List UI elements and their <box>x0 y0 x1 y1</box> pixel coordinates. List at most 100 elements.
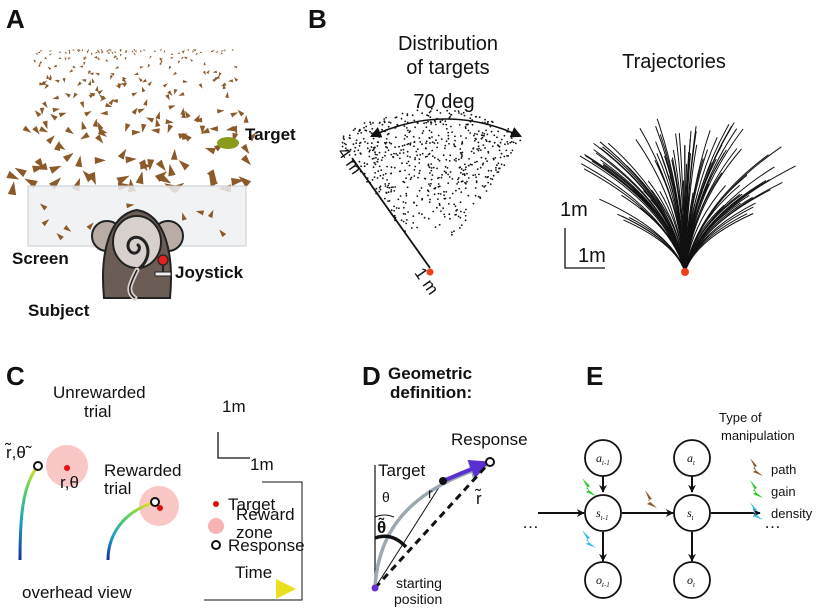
target-dot <box>449 154 452 157</box>
ground-triangle <box>178 160 190 171</box>
target-dot <box>390 142 393 145</box>
target-dot <box>366 163 369 166</box>
target-dot <box>372 137 375 140</box>
ground-triangle <box>111 99 118 104</box>
target-dot <box>439 112 442 114</box>
target-dot <box>448 160 451 162</box>
ground-triangle <box>147 81 153 87</box>
ground-triangle <box>155 118 161 127</box>
target-dot <box>434 226 437 229</box>
target-dot <box>443 213 445 216</box>
target-dot <box>430 169 433 172</box>
ground-triangle <box>58 112 67 118</box>
target-dot <box>447 203 450 205</box>
target-dot <box>459 135 462 137</box>
d-response-label: Response <box>451 430 528 449</box>
target-dot <box>388 200 391 202</box>
target-dot <box>395 207 398 209</box>
target-dot <box>467 177 470 179</box>
monkey-subject <box>91 208 184 301</box>
scale-horizontal-label: 1m <box>578 245 606 267</box>
ground-triangle <box>141 123 147 133</box>
ground-triangle <box>238 176 252 188</box>
target-dot <box>481 136 484 139</box>
legend-target-dot <box>213 501 219 507</box>
target-dot <box>519 139 522 142</box>
node-a-prev: at-1 <box>584 439 622 477</box>
target-dot <box>464 126 467 128</box>
ground-triangle <box>109 73 115 76</box>
target-dot <box>464 181 466 184</box>
target-dot <box>451 231 453 234</box>
ground-triangle <box>68 69 74 73</box>
target-dot <box>511 131 513 134</box>
target-dot <box>460 191 463 194</box>
panel-letter-c: C <box>6 361 25 391</box>
target-dot <box>415 204 418 207</box>
target-dot <box>358 145 361 147</box>
target-dot <box>430 182 432 185</box>
target-dot <box>449 115 451 118</box>
target-dot <box>359 152 362 155</box>
target-dot <box>431 174 434 177</box>
target-dot <box>401 162 403 165</box>
ground-triangle <box>58 57 62 60</box>
target-dot <box>387 191 390 194</box>
target-dot <box>358 160 361 163</box>
target-dot <box>383 118 386 120</box>
ground-triangle <box>72 65 77 69</box>
radius-near-label: 1 m <box>411 264 443 298</box>
target-dot <box>479 149 482 152</box>
screen-triangle <box>56 232 64 241</box>
target-dot <box>497 130 499 133</box>
target-dot <box>464 214 467 217</box>
ground-triangle <box>120 53 122 57</box>
target-dot <box>386 165 388 168</box>
target-dot <box>399 157 401 160</box>
target-dot <box>457 181 460 184</box>
target-dot <box>421 132 424 135</box>
target-dot <box>378 190 381 193</box>
target-dot <box>416 195 419 198</box>
target-dot <box>443 216 446 218</box>
target-dot <box>478 147 480 150</box>
target-dot <box>472 147 475 150</box>
ground-triangle <box>32 125 40 135</box>
target-dot <box>431 136 433 138</box>
target-dot <box>405 194 408 197</box>
target-dot <box>394 146 396 149</box>
ground-triangle <box>14 167 27 178</box>
target-dot <box>390 166 393 169</box>
target-dot <box>348 154 351 156</box>
target-dot <box>368 150 371 153</box>
screen-triangle <box>63 225 72 232</box>
target-dot <box>431 149 434 152</box>
target-dot <box>385 145 387 148</box>
target-dot <box>444 147 446 150</box>
target-dot <box>492 174 495 177</box>
target-dot <box>447 173 449 176</box>
target-dot <box>445 140 448 143</box>
target-dot <box>371 149 374 152</box>
target-dot <box>500 138 503 141</box>
target-dot <box>462 169 465 172</box>
legend-gain-icon <box>750 480 763 498</box>
target-dot <box>432 210 435 213</box>
target-dot <box>407 129 409 132</box>
target-dot <box>387 125 390 128</box>
target-dot <box>437 134 440 137</box>
ground-triangle <box>170 56 174 60</box>
target-dot <box>507 143 509 145</box>
radius-far-label: 4 m <box>334 144 366 178</box>
trajectories-title: Trajectories <box>622 51 726 73</box>
ground-triangle <box>7 181 17 196</box>
target-dot <box>372 166 375 169</box>
target-dot <box>373 157 375 160</box>
target-dot <box>432 166 435 169</box>
target-dot <box>396 154 399 157</box>
ground-triangle <box>37 51 41 54</box>
ground-triangle <box>199 51 202 54</box>
ground-triangle <box>174 88 178 95</box>
unrewarded-label-line1: Unrewarded <box>53 383 146 402</box>
ground-triangle <box>44 56 48 60</box>
